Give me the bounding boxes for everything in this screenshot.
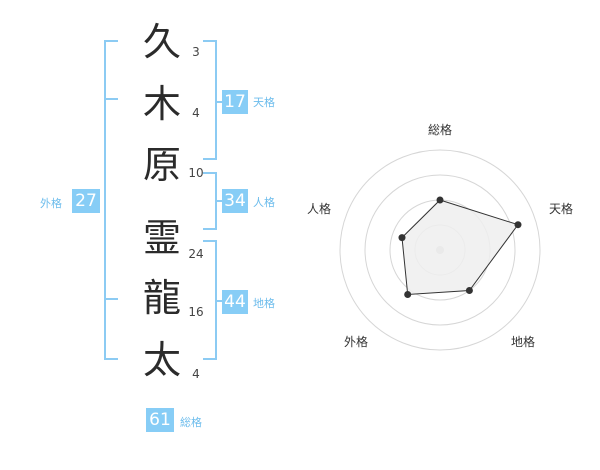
tenkaku-bracket-vertical: [215, 40, 217, 160]
radar-axis-label-jinkaku: 人格: [307, 201, 331, 216]
stroke-count-6: 4: [192, 367, 200, 381]
radar-points: [398, 196, 522, 298]
name-char-5: 龍: [142, 276, 181, 320]
radar-ring-outer: [339, 149, 541, 351]
radar-point-tenkaku: [514, 221, 522, 229]
tenkaku-label: 天格: [253, 96, 275, 109]
tenkaku-bracket-top: [203, 40, 217, 42]
soukaku-score-badge: 61: [146, 408, 174, 432]
gaikaku-score-badge: 27: [72, 189, 100, 213]
chikaku-bracket-top: [203, 240, 217, 242]
soukaku-label: 総格: [180, 416, 202, 429]
radar-axis-label-gaikaku: 外格: [344, 334, 368, 349]
outer-bracket-mid1: [104, 98, 118, 100]
jinkaku-score-badge: 34: [222, 189, 248, 213]
tenkaku-connector: [215, 101, 223, 103]
stroke-count-3: 10: [188, 166, 204, 180]
chikaku-connector: [215, 300, 223, 302]
radar-axis-label-soukaku: 総格: [428, 122, 452, 137]
outer-bracket-mid2: [104, 298, 118, 300]
outer-bracket-bottom: [104, 358, 118, 360]
radar-point-soukaku: [436, 196, 444, 204]
stroke-count-5: 16: [188, 305, 204, 319]
radar-point-jinkaku: [398, 234, 406, 242]
radar-point-gaikaku: [404, 291, 412, 298]
jinkaku-label: 人格: [253, 196, 275, 209]
chikaku-label: 地格: [253, 297, 275, 310]
radar-axis-label-chikaku: 地格: [511, 334, 535, 349]
name-char-6: 太: [142, 338, 181, 382]
name-char-3: 原: [142, 143, 181, 187]
jinkaku-bracket-top: [203, 172, 217, 174]
radar-ring-2: [364, 174, 516, 326]
tenkaku-score-badge: 17: [222, 90, 248, 114]
name-char-2: 木: [142, 82, 181, 126]
jinkaku-bracket-bottom: [203, 228, 217, 230]
radar-polygon: [401, 199, 519, 296]
stroke-count-1: 3: [192, 45, 200, 59]
fortune-radar-chart: 総格 天格 地格 外格 人格: [307, 122, 573, 351]
chikaku-bracket-bottom: [203, 358, 217, 360]
jinkaku-connector: [215, 200, 223, 202]
radar-axis-label-tenkaku: 天格: [549, 201, 573, 216]
stroke-count-4: 24: [188, 247, 204, 261]
stroke-count-2: 4: [192, 106, 200, 120]
outer-bracket-top: [104, 40, 118, 42]
radar-point-chikaku: [465, 287, 473, 294]
outer-bracket-vertical: [104, 40, 106, 360]
chikaku-score-badge: 44: [222, 290, 248, 314]
gaikaku-label: 外格: [40, 197, 62, 210]
name-char-4: 霊: [142, 216, 181, 260]
name-char-1: 久: [142, 20, 181, 64]
tenkaku-bracket-bottom: [203, 158, 217, 160]
